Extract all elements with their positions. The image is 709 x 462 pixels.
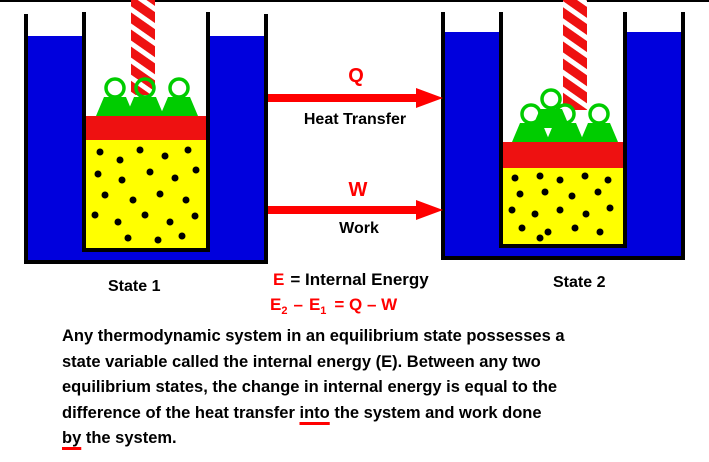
equation-rhs: = Q – W xyxy=(334,295,398,314)
state1-container-walls xyxy=(24,14,268,264)
w-symbol: W xyxy=(349,179,368,201)
line5-text-after: the system. xyxy=(81,429,177,447)
state1-gas-molecules xyxy=(91,146,200,244)
minus-sign: – xyxy=(293,295,302,314)
e1-subscript: 1 xyxy=(320,305,326,317)
state1-cylinder-walls xyxy=(82,12,210,252)
paragraph-line-2: state variable called the internal energ… xyxy=(62,352,541,371)
work-arrow xyxy=(268,200,443,220)
work-label: Work xyxy=(339,220,379,237)
state2-cylinder-walls xyxy=(499,12,627,248)
line4-text-before: difference of the heat transfer xyxy=(62,403,300,422)
paragraph-line-1: Any thermodynamic system in an equilibri… xyxy=(62,327,565,345)
internal-energy-definition: E = Internal Energy xyxy=(273,270,429,289)
state2-rod xyxy=(563,0,587,110)
energy-definition-text: = Internal Energy xyxy=(290,270,429,289)
e2-symbol: E xyxy=(270,295,281,314)
underlined-by: by xyxy=(62,429,82,447)
state2-label: State 2 xyxy=(553,274,606,291)
state2-apparatus xyxy=(441,0,685,260)
paragraph-line-3: equilibrium states, the change in intern… xyxy=(62,378,558,396)
e2-subscript: 2 xyxy=(281,305,287,317)
state2-weights xyxy=(512,88,618,142)
state1-weights xyxy=(96,77,198,116)
state2-gas-molecules xyxy=(508,172,614,242)
first-law-equation: E2–E1= Q – W xyxy=(270,295,398,317)
explanation-paragraph: Any thermodynamic system in an equilibri… xyxy=(62,324,682,452)
state2-container-walls xyxy=(441,12,685,260)
state1-label: State 1 xyxy=(108,278,161,295)
heat-transfer-arrow xyxy=(268,88,443,108)
state1-apparatus xyxy=(24,0,268,264)
paragraph-line-5: by the system. xyxy=(62,426,682,452)
heat-transfer-label: Heat Transfer xyxy=(304,111,406,128)
paragraph-line-4: difference of the heat transfer into the… xyxy=(62,401,682,427)
q-symbol: Q xyxy=(348,65,364,87)
state2-piston xyxy=(503,142,623,168)
energy-symbol: E xyxy=(273,270,284,289)
underlined-into: into xyxy=(299,403,330,422)
state1-piston xyxy=(86,116,206,140)
line4-text-after: the system and work done xyxy=(329,403,542,422)
e1-symbol: E xyxy=(309,295,320,314)
